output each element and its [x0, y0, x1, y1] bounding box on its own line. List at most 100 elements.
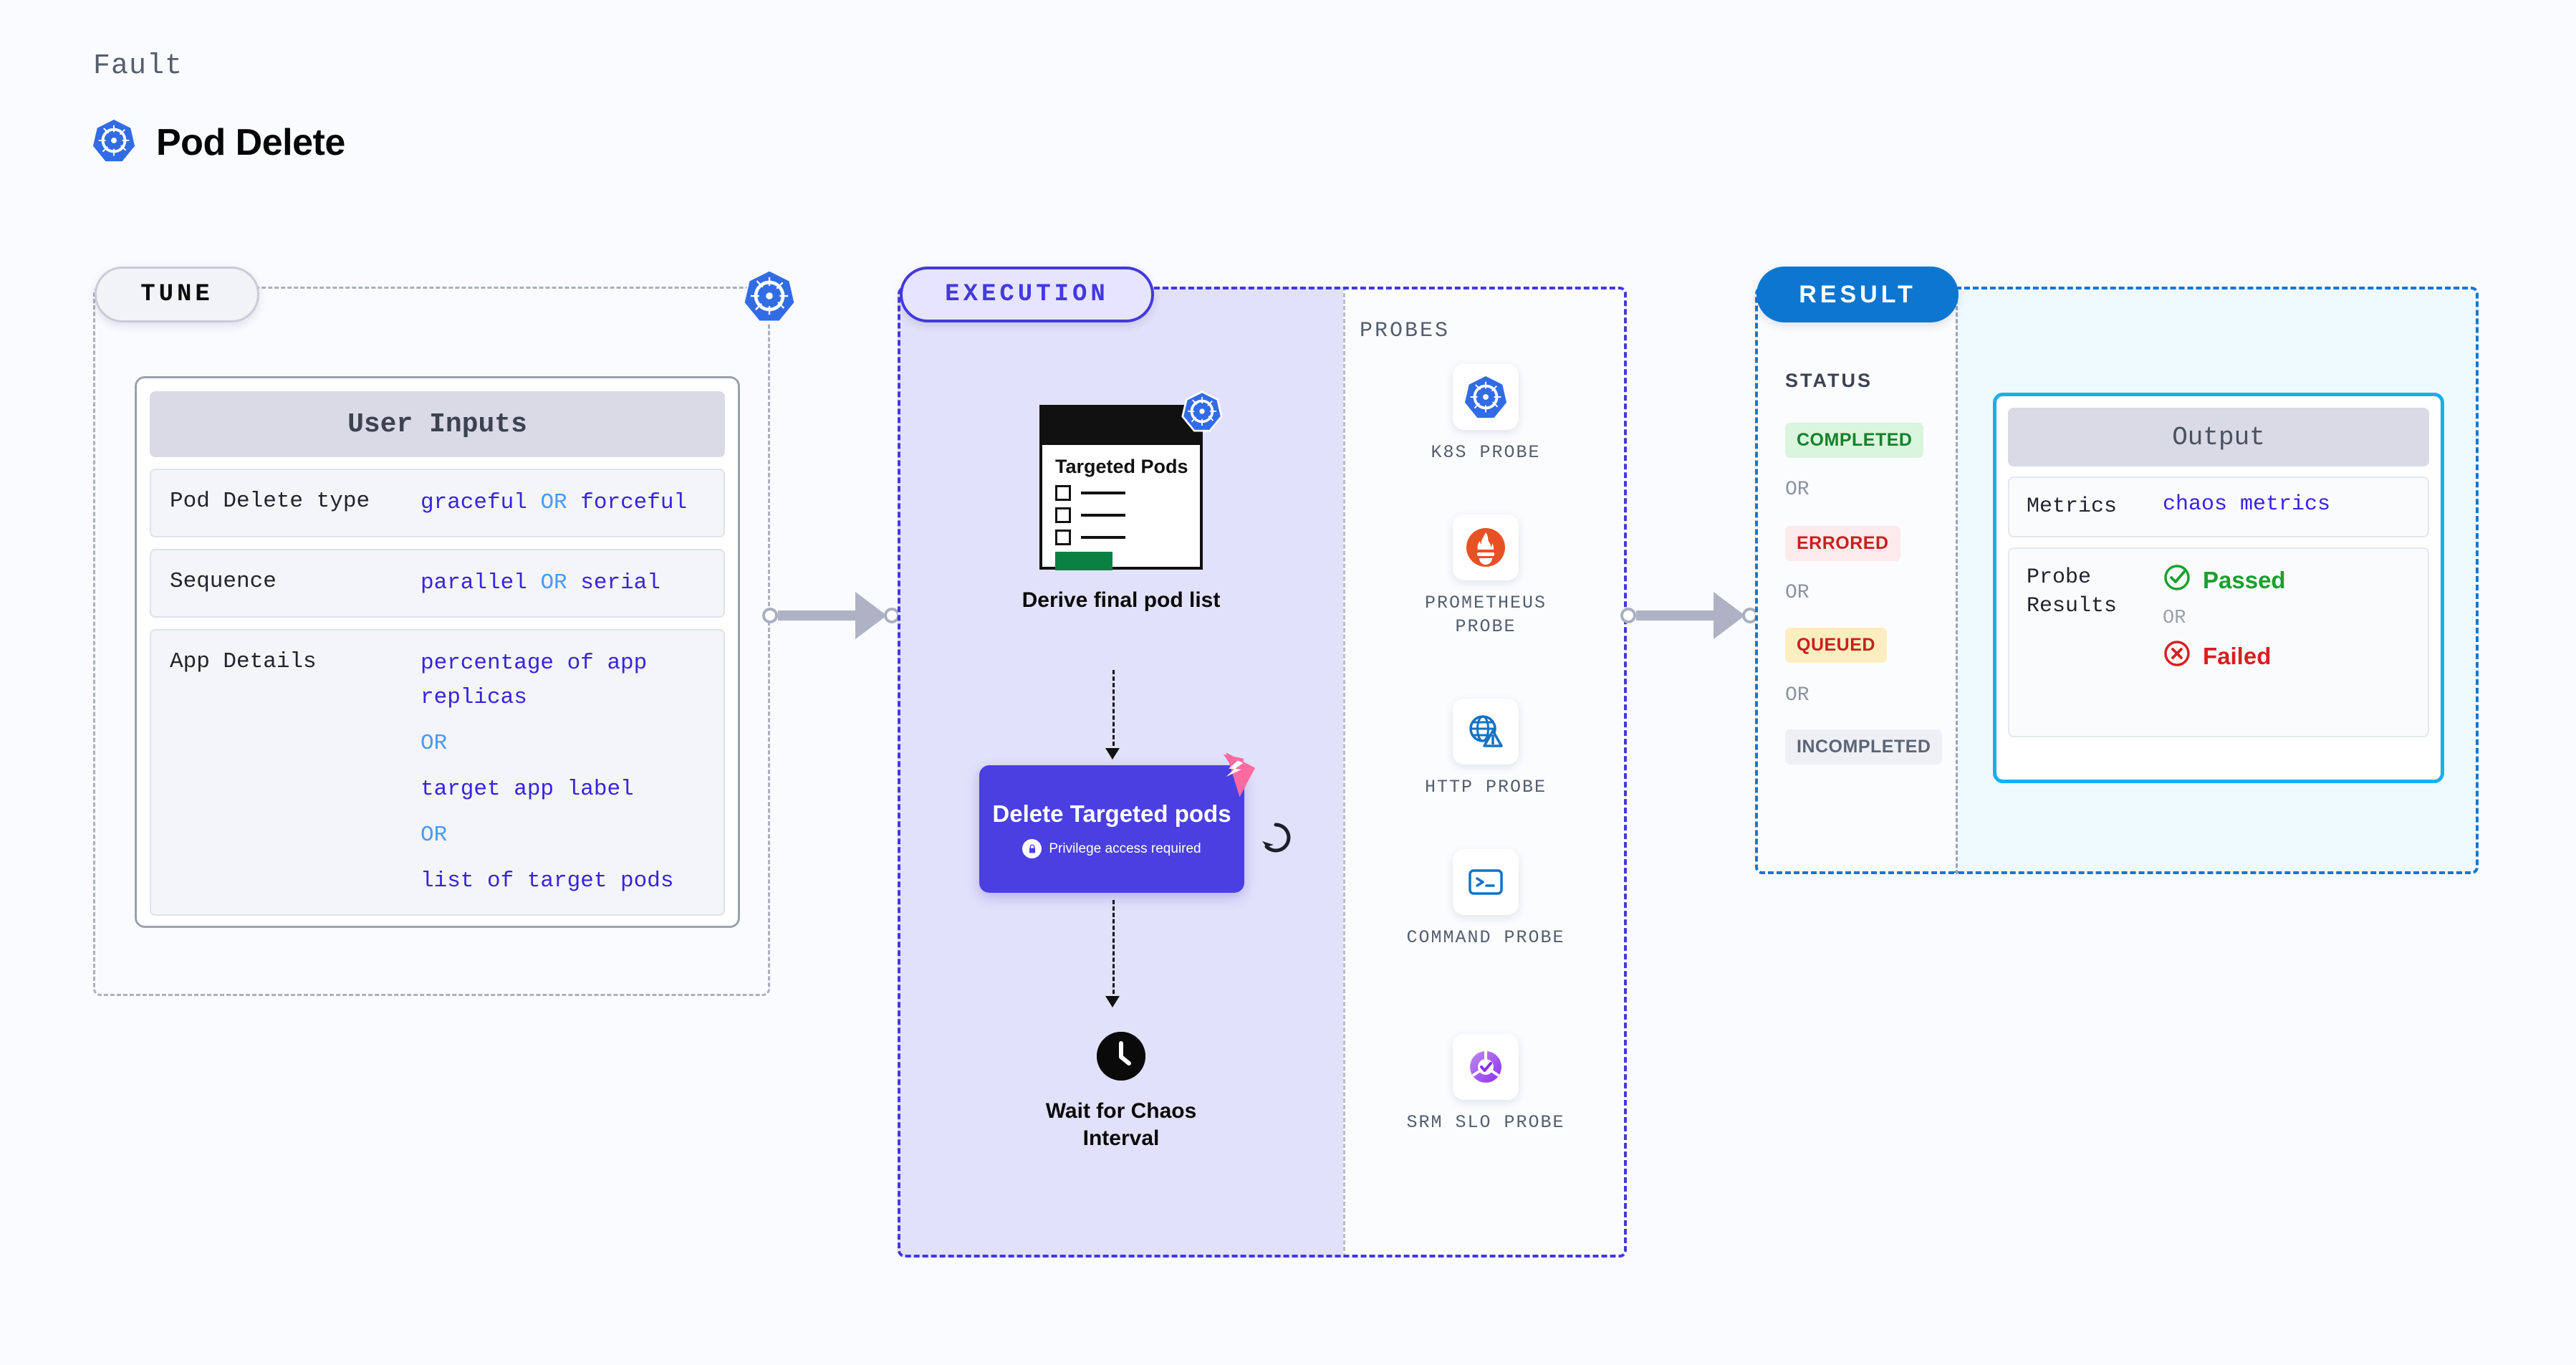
probe-label: HTTP PROBE	[1424, 777, 1547, 798]
row-value: graceful OR forceful	[420, 486, 687, 520]
targeted-pods-card: Targeted Pods	[1039, 391, 1223, 571]
probe-item-k8s[interactable]: K8S PROBE	[1396, 364, 1575, 465]
row-key: Pod Delete type	[170, 489, 370, 514]
lock-icon	[1022, 839, 1042, 859]
or-separator: OR	[1785, 479, 1810, 501]
connector-arrowhead	[855, 592, 887, 639]
connector-tune-to-execution	[762, 592, 911, 639]
globe-warning-icon	[1453, 699, 1519, 765]
probe-label: PROMETHEUS PROBE	[1424, 593, 1547, 637]
check-circle-icon	[2163, 563, 2191, 598]
fault-label: Fault	[93, 50, 183, 82]
connector-dot	[762, 608, 778, 623]
or-separator: OR	[540, 570, 567, 596]
prometheus-flame-icon	[1453, 514, 1519, 580]
passed-label: Passed	[2203, 566, 2286, 593]
status-badge-queued: QUEUED	[1785, 628, 1887, 663]
or-separator: OR	[1785, 684, 1810, 707]
execution-pill-label[interactable]: EXECUTION	[900, 267, 1154, 322]
probe-label: SRM SLO PROBE	[1406, 1112, 1565, 1133]
row-key: Metrics	[2027, 494, 2118, 519]
chaos-ribbon-icon	[1206, 749, 1259, 803]
or-separator: OR	[420, 823, 448, 848]
status-badge-incompleted: INCOMPLETED	[1785, 729, 1943, 765]
status-badge-completed: COMPLETED	[1785, 423, 1924, 458]
delete-targeted-pods-node[interactable]: Delete Targeted pods Privilege access re…	[979, 752, 1256, 893]
privilege-note: Privilege access required	[1022, 839, 1201, 859]
node-caption: Wait for Chaos Interval	[1045, 1099, 1197, 1150]
value-option: graceful	[420, 490, 527, 515]
execution-panel	[898, 287, 1627, 1258]
flow-arrow	[1105, 996, 1120, 1007]
table-row: Sequence parallel OR serial	[150, 549, 725, 618]
row-key: Probe Results	[2027, 565, 2118, 619]
connector-dot	[1620, 608, 1636, 623]
connector-bar	[1636, 610, 1715, 621]
line-placeholder	[1081, 536, 1125, 540]
row-value: percentage of app replicas OR target app…	[420, 646, 673, 899]
row-value: chaos metrics	[2163, 492, 2331, 517]
privilege-note-text: Privilege access required	[1049, 840, 1201, 856]
value-option: serial	[580, 570, 660, 596]
slo-donut-check-icon	[1453, 1034, 1519, 1100]
checkbox-icon	[1055, 485, 1071, 502]
probe-label: K8S PROBE	[1431, 442, 1541, 463]
kubernetes-icon	[1453, 364, 1519, 430]
table-row: Pod Delete type graceful OR forceful	[150, 469, 725, 538]
failed-label: Failed	[2203, 642, 2272, 669]
line-placeholder	[1081, 514, 1125, 517]
page-title: Pod Delete	[156, 121, 345, 163]
table-row: Metrics chaos metrics	[2008, 476, 2429, 537]
or-separator: OR	[540, 490, 567, 515]
status-divider	[1956, 287, 1958, 874]
probe-item-command[interactable]: COMMAND PROBE	[1396, 849, 1575, 950]
user-inputs-title: User Inputs	[150, 391, 725, 457]
or-separator: OR	[1785, 582, 1810, 604]
table-row: Probe Results Passed OR Failed	[2008, 547, 2429, 737]
probe-item-prometheus[interactable]: PROMETHEUS PROBE	[1396, 514, 1575, 638]
targeted-pods-title: Targeted Pods	[1055, 456, 1188, 477]
list-item	[1055, 530, 1188, 546]
table-row: App Details percentage of app replicas O…	[150, 629, 725, 916]
probe-item-srm-slo[interactable]: SRM SLO PROBE	[1396, 1034, 1575, 1135]
list-item	[1055, 507, 1188, 524]
value-option: parallel	[420, 570, 527, 596]
card-header-bar	[1042, 408, 1200, 445]
repeat-loop-icon[interactable]	[1257, 819, 1294, 856]
x-circle-icon	[2163, 639, 2191, 674]
tune-panel	[93, 287, 770, 996]
fault-title-row: Pod Delete	[92, 118, 345, 166]
checkbox-icon	[1055, 507, 1071, 524]
row-key: App Details	[170, 649, 317, 675]
value-option: percentage of app replicas	[420, 651, 648, 711]
flow-arrow	[1105, 748, 1120, 760]
user-inputs-card: User Inputs Pod Delete type graceful OR …	[135, 376, 740, 928]
flow-line	[1112, 900, 1115, 1000]
result-pill-label[interactable]: RESULT	[1756, 267, 1959, 322]
output-card: Output Metrics chaos metrics Probe Resul…	[1993, 393, 2444, 783]
tune-pill-label[interactable]: TUNE	[95, 267, 259, 322]
progress-bar	[1055, 552, 1112, 571]
probe-result-failed: Failed	[2163, 639, 2286, 674]
probe-item-http[interactable]: HTTP PROBE	[1396, 699, 1575, 800]
line-placeholder	[1081, 492, 1125, 495]
connector-arrowhead	[1714, 592, 1745, 639]
kubernetes-icon	[1181, 391, 1223, 432]
derive-final-pod-list-node[interactable]: Targeted Pods Derive final pod list	[1010, 391, 1232, 614]
or-separator: OR	[420, 731, 448, 757]
kubernetes-icon	[92, 118, 136, 166]
flow-line	[1112, 670, 1115, 752]
value-option: target app label	[420, 777, 634, 803]
node-title: Delete Targeted pods	[992, 800, 1231, 827]
row-key: Sequence	[170, 569, 277, 595]
probe-label: COMMAND PROBE	[1406, 927, 1565, 948]
probes-label: PROBES	[1360, 319, 1451, 343]
result-status-panel	[1755, 287, 1957, 874]
checkbox-icon	[1055, 530, 1071, 546]
or-separator: OR	[2163, 607, 2186, 629]
connector-probes-to-result	[1620, 592, 1769, 639]
wait-for-chaos-interval-node[interactable]: Wait for Chaos Interval	[1010, 1032, 1232, 1151]
list-item	[1055, 485, 1188, 502]
output-title: Output	[2008, 408, 2429, 466]
row-value: Passed OR Failed	[2163, 563, 2286, 674]
